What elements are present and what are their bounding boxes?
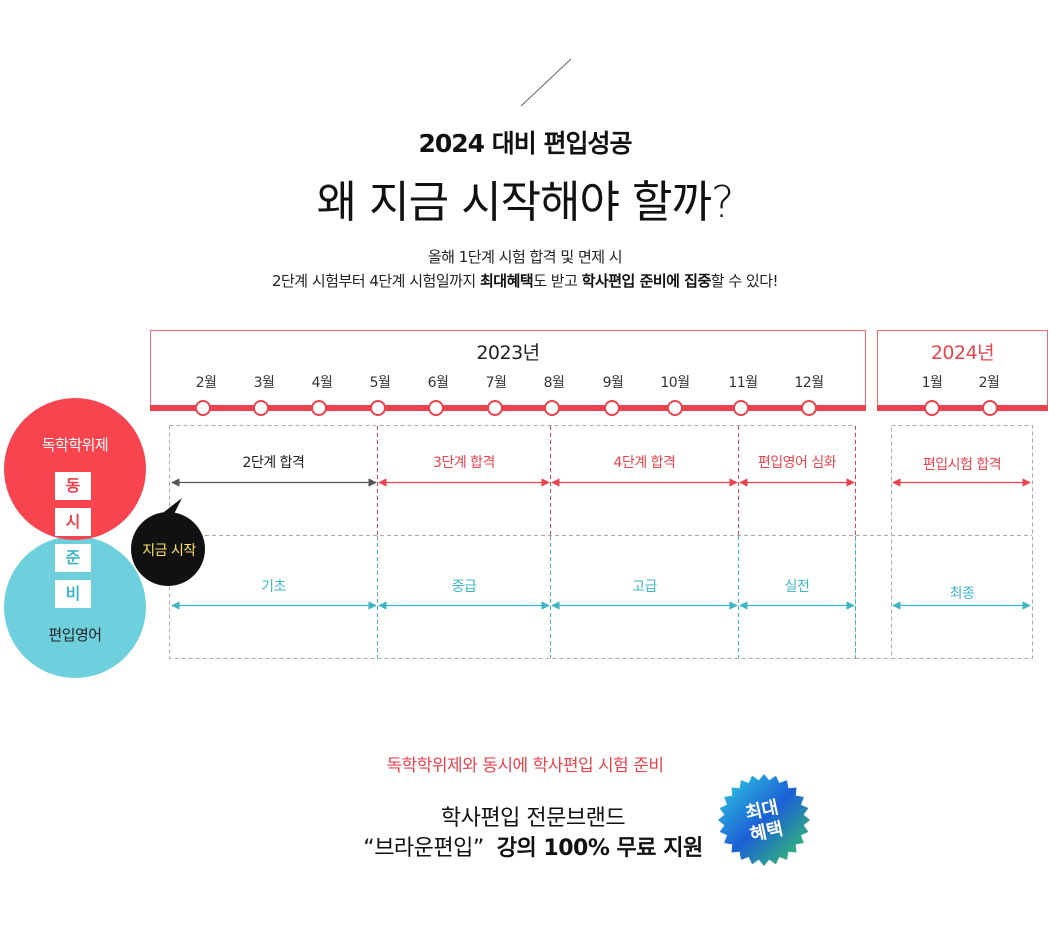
month-label: 10월: [660, 375, 690, 391]
month-label: 11월: [728, 375, 758, 391]
month-label: 2월: [195, 375, 217, 391]
footer-highlight: 독학학위제와 동시에 학사편입 시험 준비: [386, 756, 665, 776]
footer-line-1: 학사편입 전문브랜드: [440, 806, 626, 831]
brand-quote: “브라운편입”: [363, 836, 484, 861]
vertical-char: 준: [55, 544, 91, 572]
page-title: 왜 지금 시작해야 할까?: [316, 177, 735, 228]
phase-label-english: 최종: [949, 586, 975, 602]
vertical-char: 동: [55, 472, 91, 500]
month-label: 12월: [794, 375, 824, 391]
desc-part: 할 수 있다!: [710, 272, 779, 290]
year-label-2023: 2023년: [476, 342, 540, 364]
month-label: 2월: [978, 375, 1000, 391]
phase-label-degree: 편입영어 심화: [757, 455, 837, 471]
year-box-2024: [877, 330, 1048, 408]
max-benefit-badge: 최대 혜택: [718, 774, 810, 866]
timeline-dot: [604, 400, 620, 416]
month-label: 3월: [253, 375, 275, 391]
month-label: 9월: [602, 375, 624, 391]
decorative-slash: [520, 58, 572, 107]
year-box-2023: [150, 330, 866, 408]
phase-grid: [169, 425, 1033, 659]
desc-highlight: 학사편입 준비에 집중: [581, 272, 712, 290]
description-line-1: 올해 1단계 시험 합격 및 면제 시: [427, 248, 623, 266]
month-label: 5월: [369, 375, 391, 391]
year-label-2024: 2024년: [930, 342, 995, 364]
phase-label-english: 기초: [261, 579, 286, 595]
month-label: 1월: [921, 375, 943, 391]
desc-highlight: 최대혜택: [480, 272, 534, 290]
month-label: 4월: [311, 375, 333, 391]
degree-circle-label: 독학학위제: [41, 436, 109, 454]
headline: 2024 대비 편입성공: [418, 129, 633, 158]
timeline-dot: [924, 400, 940, 416]
timeline-dot: [487, 400, 503, 416]
description-line-2: 2단계 시험부터 4단계 시험일까지 최대혜택도 받고 학사편입 준비에 집중할…: [0, 270, 1050, 291]
timeline-dot: [311, 400, 327, 416]
phase-label-english: 고급: [632, 579, 657, 595]
desc-part: 도 받고: [533, 272, 582, 290]
timeline-dot: [982, 400, 998, 416]
phase-label-degree: 2단계 합격: [242, 455, 305, 471]
timeline-bar-2024: [877, 405, 1048, 411]
timeline-dot: [733, 400, 749, 416]
english-circle-label: 편입영어: [48, 626, 102, 644]
phase-label-english: 실전: [784, 579, 810, 595]
phase-label-english: 중급: [451, 579, 477, 595]
month-label: 8월: [543, 375, 565, 391]
timeline-dot: [667, 400, 683, 416]
month-label: 6월: [427, 375, 449, 391]
timeline-dot: [195, 400, 211, 416]
phase-label-degree: 4단계 합격: [613, 455, 676, 471]
month-label: 7월: [485, 375, 507, 391]
timeline-dot: [801, 400, 817, 416]
footer-line-2: “브라운편입” 강의 100% 무료 지원: [340, 830, 726, 862]
timeline-dot: [370, 400, 386, 416]
vertical-char: 비: [55, 580, 91, 608]
vertical-char: 시: [55, 508, 91, 536]
free-offer: 강의 100% 무료 지원: [496, 836, 703, 861]
speech-bubble-text: 지금 시작: [142, 543, 196, 559]
timeline-dot: [428, 400, 444, 416]
timeline-dot: [544, 400, 560, 416]
timeline-bar-2023: [150, 405, 866, 411]
speech-bubble: [131, 498, 205, 586]
timeline-dot: [253, 400, 269, 416]
desc-part: 2단계 시험부터 4단계 시험일까지: [271, 272, 480, 290]
phase-label-degree: 3단계 합격: [433, 455, 495, 471]
phase-label-degree: 편입시험 합격: [922, 457, 1002, 473]
